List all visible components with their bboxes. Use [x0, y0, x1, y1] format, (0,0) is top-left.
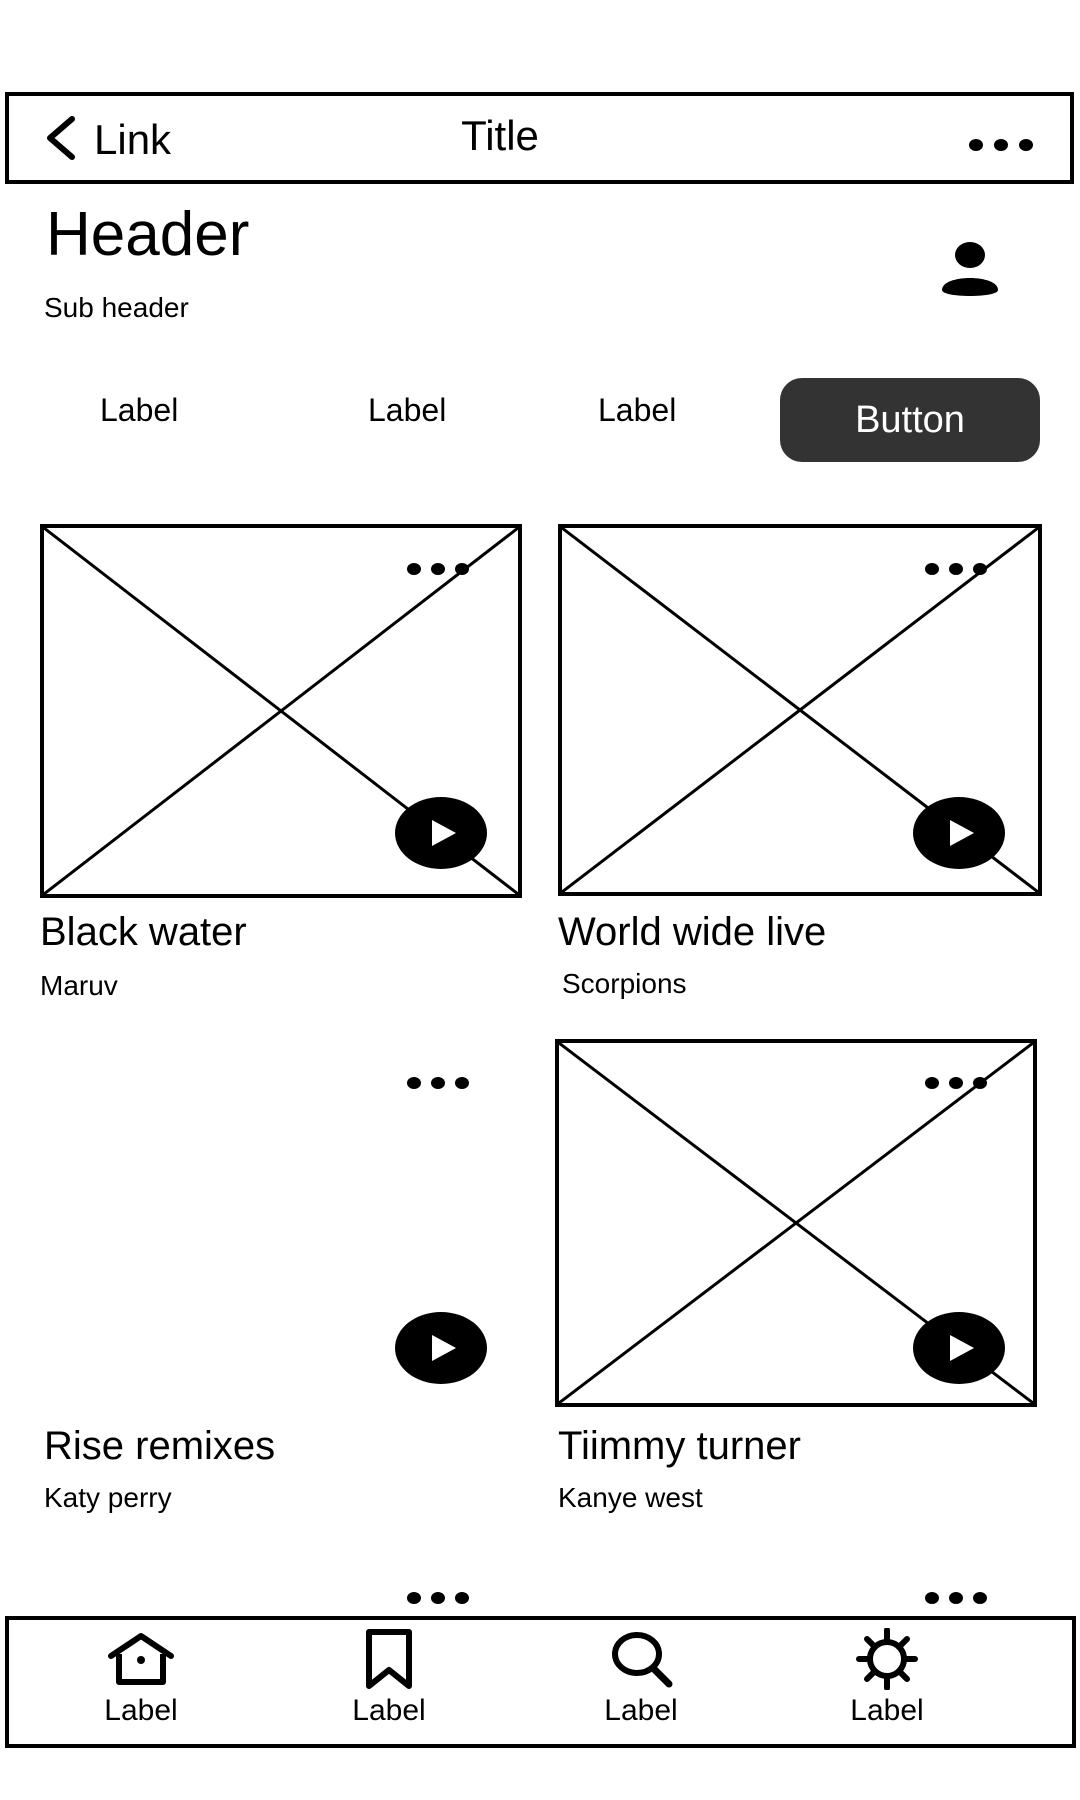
play-icon[interactable] [912, 796, 1006, 870]
play-icon[interactable] [394, 796, 488, 870]
search-icon [612, 1632, 673, 1688]
tab-settings[interactable]: Label [822, 1628, 952, 1738]
primary-button[interactable]: Button [780, 378, 1040, 462]
bookmark-icon [366, 1629, 412, 1689]
card-subtitle: Kanye west [558, 1482, 703, 1513]
back-link-label: Link [94, 116, 172, 163]
back-link[interactable]: Link [40, 110, 171, 170]
card-subtitle: Maruv [40, 970, 118, 1001]
chevron-left-icon [40, 113, 80, 168]
tab-label: Label [850, 1694, 924, 1727]
card-subtitle: Scorpions [562, 968, 687, 999]
tab-home[interactable]: Label [76, 1628, 206, 1738]
more-horizontal-icon[interactable] [960, 130, 1040, 160]
home-icon [108, 1633, 174, 1685]
card-more-icon[interactable] [400, 1071, 480, 1095]
page-title: Title [461, 112, 539, 159]
tab-label: Label [104, 1694, 178, 1727]
tab-label: Label [352, 1694, 426, 1727]
segment-label-2[interactable]: Label [368, 392, 447, 428]
card-title: Black water [40, 910, 247, 954]
play-icon[interactable] [912, 1311, 1006, 1385]
segment-label-3[interactable]: Label [598, 392, 677, 428]
bottom-tab-bar [5, 1616, 1076, 1748]
user-icon[interactable] [930, 236, 1010, 304]
header-title: Header [46, 200, 250, 269]
card-more-icon[interactable] [918, 1586, 998, 1610]
card-more-icon[interactable] [400, 557, 480, 581]
card-more-icon[interactable] [400, 1586, 480, 1610]
card-title: Tiimmy turner [558, 1424, 801, 1468]
card-subtitle: Katy perry [44, 1482, 172, 1513]
sub-header: Sub header [44, 292, 189, 323]
segment-label-1[interactable]: Label [100, 392, 179, 428]
card-more-icon[interactable] [918, 1071, 998, 1095]
tab-search[interactable]: Label [576, 1628, 706, 1738]
settings-icon [856, 1628, 918, 1690]
top-navigation-bar [5, 92, 1074, 184]
card-title: World wide live [558, 910, 827, 954]
card-title: Rise remixes [44, 1424, 276, 1468]
play-icon[interactable] [394, 1311, 488, 1385]
card-more-icon[interactable] [918, 557, 998, 581]
tab-label: Label [604, 1694, 678, 1727]
tab-bookmarks[interactable]: Label [324, 1628, 454, 1738]
